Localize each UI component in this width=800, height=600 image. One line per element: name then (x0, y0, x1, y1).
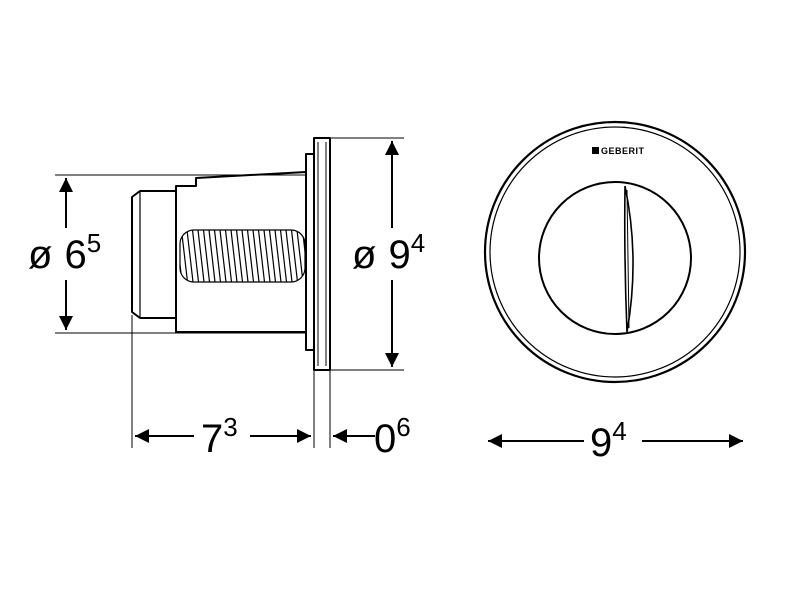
side-flange-outer (305, 153, 315, 351)
side-cap-shape (131, 190, 177, 319)
thread-coil-line (241, 230, 249, 282)
thread-coil-line (285, 230, 293, 282)
side-view (131, 137, 331, 371)
brand-logo: GEBERIT (592, 146, 645, 156)
front-button-circle (538, 181, 692, 335)
thread-coil-line (263, 230, 271, 282)
thread-coil-line (224, 230, 233, 282)
thread-coil-line (268, 230, 277, 282)
label-plate-thickness: 06 (374, 412, 411, 461)
front-outer-ring (483, 120, 747, 384)
front-view (483, 120, 747, 384)
thread-coil-line (296, 230, 304, 282)
thread-coil-line (186, 230, 194, 282)
thread-coil-line (213, 230, 222, 282)
label-depth: 73 (201, 412, 238, 461)
thread-coil-line (252, 230, 260, 282)
side-extension-lines (55, 137, 404, 448)
thread-coil-line (208, 230, 216, 282)
thread-coil-line (235, 230, 244, 282)
thread-coil-line (219, 230, 227, 282)
thread-coil-line (230, 230, 238, 282)
thread-coil-line (274, 230, 282, 282)
brand-name: GEBERIT (601, 146, 645, 156)
label-front-width: 94 (590, 416, 627, 465)
thread-coil-line (202, 230, 211, 282)
brand-logo-square (592, 147, 599, 154)
thread-coil-line (290, 230, 299, 282)
thread-coil-line (257, 230, 266, 282)
thread-coil-line (279, 230, 288, 282)
front-inner-ring (489, 126, 741, 378)
thread-coil-line (197, 230, 205, 282)
side-flange-plate (313, 137, 331, 371)
front-button-split (623, 185, 634, 333)
thread-coil-line (180, 230, 189, 282)
thread-coil-line (246, 230, 255, 282)
thread-coil-line (301, 230, 305, 282)
thread-coil-line (191, 230, 200, 282)
side-thread-coils (180, 230, 305, 282)
